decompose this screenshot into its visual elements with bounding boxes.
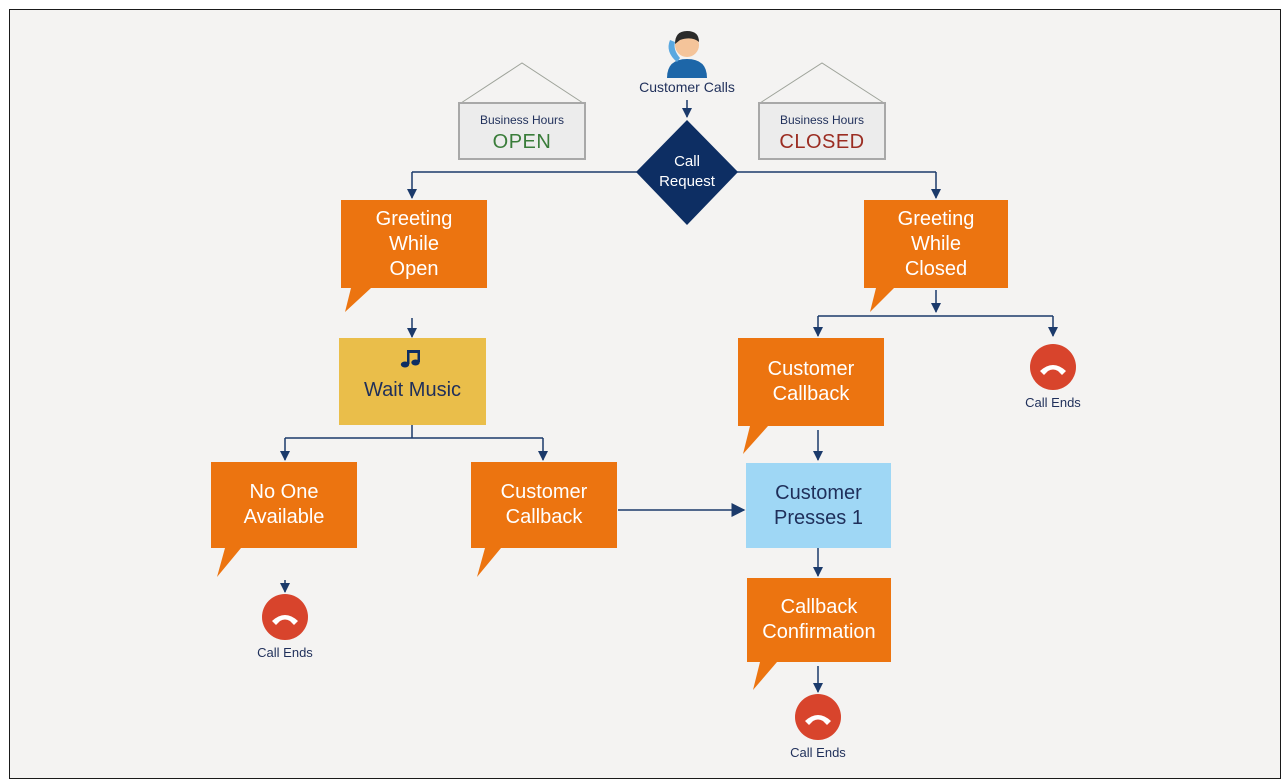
customer-callback-left-bubble bbox=[471, 462, 617, 577]
call-ends-label: Call Ends bbox=[257, 645, 313, 660]
customer-callback-right-bubble bbox=[738, 338, 884, 454]
callback-confirmation-label: Callback Confirmation bbox=[762, 596, 876, 643]
business-hours-closed-sign bbox=[758, 62, 886, 160]
greeting-closed-label: Greeting While Closed bbox=[897, 207, 975, 280]
greeting-closed-bubble bbox=[864, 200, 1008, 312]
hang-up-icon bbox=[1030, 344, 1076, 390]
business-hours-open-title: Business Hours bbox=[479, 113, 565, 127]
wait-music-label: Wait Music bbox=[363, 378, 462, 401]
hang-up-icon bbox=[262, 594, 308, 640]
call-ends-label: Call Ends bbox=[790, 745, 846, 760]
business-hours-open-sign bbox=[458, 62, 586, 160]
business-hours-open-state: OPEN bbox=[492, 131, 552, 153]
call-request-diamond bbox=[636, 120, 738, 225]
business-hours-closed-state: CLOSED bbox=[779, 131, 865, 153]
customer-callback-right-label: Customer Callback bbox=[767, 358, 855, 405]
person-phone-icon bbox=[667, 31, 707, 78]
no-one-available-bubble bbox=[211, 462, 357, 577]
speech-bubbles bbox=[211, 200, 1008, 690]
no-one-available-label: No One Available bbox=[243, 481, 325, 528]
customer-presses-1-label: Customer Presses 1 bbox=[774, 481, 863, 529]
callback-confirmation-bubble bbox=[747, 578, 891, 690]
call-ends-label: Call Ends bbox=[1025, 395, 1081, 410]
diagram-canvas bbox=[9, 9, 1281, 779]
customer-callback-left-label: Customer Callback bbox=[500, 481, 588, 528]
music-note-icon bbox=[400, 350, 420, 368]
customer-presses-1-box bbox=[746, 463, 891, 548]
connectors bbox=[280, 100, 1058, 693]
customer-calls-label: Customer Calls bbox=[639, 79, 735, 95]
greeting-open-bubble bbox=[341, 200, 487, 312]
call-request-label: Call Request bbox=[659, 153, 715, 190]
greeting-open-label: Greeting While Open bbox=[375, 207, 453, 280]
hang-up-icon bbox=[795, 694, 841, 740]
business-hours-closed-title: Business Hours bbox=[779, 113, 865, 127]
